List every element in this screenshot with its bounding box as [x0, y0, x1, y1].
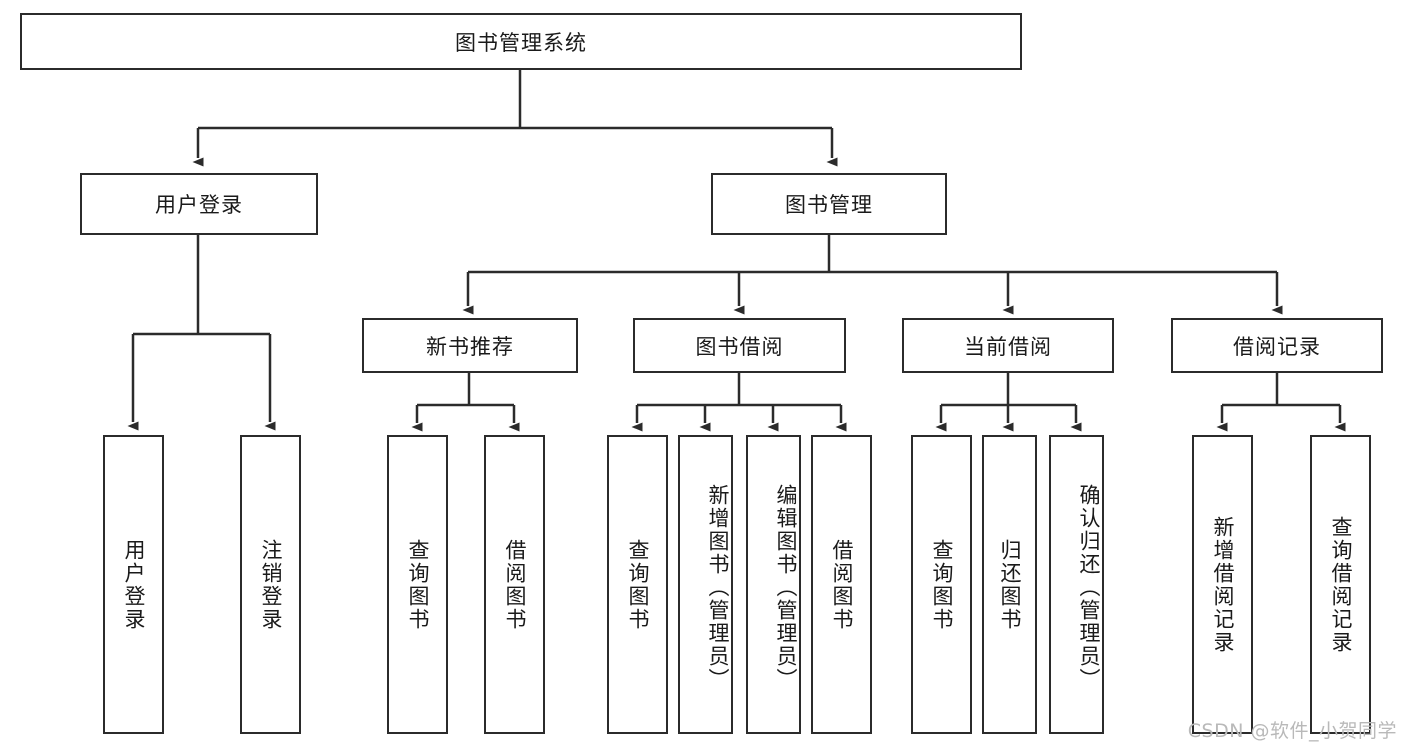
node-root-label: 图书管理系统 — [455, 30, 587, 55]
leaf-query-record-label: 查询借阅记录 — [1328, 515, 1353, 654]
leaf-add-record-label: 新增借阅记录 — [1210, 515, 1235, 654]
leaf-add-record[interactable]: 新增借阅记录 — [1192, 435, 1253, 734]
node-borrow-record-label: 借阅记录 — [1233, 334, 1321, 359]
leaf-return-book[interactable]: 归还图书 — [982, 435, 1037, 734]
leaf-add-book-label: 新增图书（管理员） — [706, 484, 730, 691]
watermark: CSDN @软件_小贺同学 — [1187, 720, 1397, 742]
node-root[interactable]: 图书管理系统 — [20, 13, 1022, 70]
node-book-borrow-label: 图书借阅 — [695, 334, 784, 359]
node-user-login[interactable]: 用户登录 — [80, 173, 318, 235]
leaf-logout[interactable]: 注销登录 — [240, 435, 301, 734]
node-book-borrow[interactable]: 图书借阅 — [633, 318, 846, 373]
node-book-manage[interactable]: 图书管理 — [711, 173, 947, 235]
leaf-query-book-3[interactable]: 查询图书 — [911, 435, 972, 734]
node-new-book-rec[interactable]: 新书推荐 — [362, 318, 578, 373]
leaf-query-book-2[interactable]: 查询图书 — [607, 435, 668, 734]
leaf-confirm-return-label: 确认归还（管理员） — [1077, 484, 1101, 691]
leaf-query-book-1[interactable]: 查询图书 — [387, 435, 448, 734]
node-current-borrow-label: 当前借阅 — [964, 334, 1052, 359]
leaf-query-book-3-label: 查询图书 — [929, 538, 954, 631]
leaf-borrow-book-2-label: 借阅图书 — [829, 538, 854, 631]
leaf-return-book-label: 归还图书 — [997, 538, 1022, 631]
leaf-edit-book-label: 编辑图书（管理员） — [774, 484, 798, 691]
leaf-query-record[interactable]: 查询借阅记录 — [1310, 435, 1371, 734]
leaf-user-login[interactable]: 用户登录 — [103, 435, 164, 734]
leaf-logout-label: 注销登录 — [258, 538, 283, 631]
node-current-borrow[interactable]: 当前借阅 — [902, 318, 1114, 373]
leaf-borrow-book-1[interactable]: 借阅图书 — [484, 435, 545, 734]
leaf-borrow-book-1-label: 借阅图书 — [502, 538, 527, 631]
node-new-book-rec-label: 新书推荐 — [426, 334, 514, 359]
leaf-borrow-book-2[interactable]: 借阅图书 — [811, 435, 872, 734]
leaf-confirm-return[interactable]: 确认归还（管理员） — [1049, 435, 1104, 734]
leaf-add-book[interactable]: 新增图书（管理员） — [678, 435, 733, 734]
leaf-user-login-label: 用户登录 — [121, 538, 146, 631]
node-book-manage-label: 图书管理 — [785, 193, 873, 217]
node-borrow-record[interactable]: 借阅记录 — [1171, 318, 1383, 373]
leaf-edit-book[interactable]: 编辑图书（管理员） — [746, 435, 801, 734]
leaf-query-book-2-label: 查询图书 — [625, 538, 650, 631]
node-user-login-label: 用户登录 — [155, 193, 243, 217]
leaf-query-book-1-label: 查询图书 — [405, 538, 430, 631]
